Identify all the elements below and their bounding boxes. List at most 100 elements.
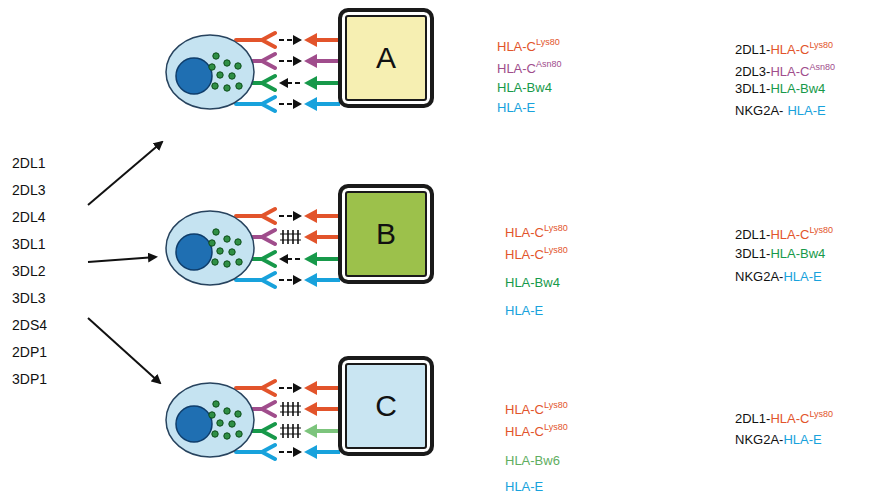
binding-arrow <box>279 447 302 457</box>
label-row: HLA-E <box>505 303 543 319</box>
label-row: 2DL1 <box>12 155 45 171</box>
receptor-label: HLA-E <box>787 103 825 118</box>
target-cell: B <box>338 184 434 284</box>
receptor-label: HLA-C <box>770 411 809 426</box>
receptor-label: 2DL1- <box>735 227 770 242</box>
receptor-label: HLA-C <box>497 61 536 76</box>
ligand <box>304 273 340 287</box>
allele-superscript: Lys80 <box>544 223 568 233</box>
label-row: 3DL2 <box>12 263 45 279</box>
receptor-label: HLA-C <box>505 225 544 240</box>
receptor-label: 2DL1- <box>735 411 770 426</box>
ligand <box>304 445 340 459</box>
receptor-label: NKG2A- <box>735 432 783 447</box>
receptor-label: 3DL1 <box>12 236 45 252</box>
label-row: HLA-CLys80 <box>505 397 568 418</box>
receptor-label: 3DL2 <box>12 263 45 279</box>
panel-b <box>166 209 340 287</box>
receptor-label: 2DL1 <box>12 155 45 171</box>
allele-superscript: Lys80 <box>809 40 833 50</box>
receptor-label: 2DL3 <box>12 182 45 198</box>
label-row: HLA-Bw6 <box>505 453 560 469</box>
label-row: HLA-Bw4 <box>497 80 552 96</box>
binding-arrow <box>279 35 302 45</box>
ligand <box>304 230 340 244</box>
receptor-label: HLA-C <box>505 247 544 262</box>
binding-arrow <box>279 383 302 393</box>
label-row: HLA-E <box>505 479 543 495</box>
ligand <box>304 424 340 438</box>
label-row: 2DL3-HLA-CAsn80 <box>735 59 835 80</box>
target-cell: C <box>338 356 434 456</box>
receptor-label: HLA-C <box>770 227 809 242</box>
receptor <box>236 445 275 459</box>
receptor-label: HLA-C <box>505 402 544 417</box>
receptor-label: NKG2A- <box>735 269 783 284</box>
label-row: HLA-CLys80 <box>505 419 568 440</box>
binding-arrow <box>279 56 302 66</box>
receptor <box>236 209 275 223</box>
receptor-label: HLA-E <box>505 479 543 494</box>
label-row: 2DP1 <box>12 344 47 360</box>
receptor-label: HLA-Bw6 <box>505 453 560 468</box>
allele-superscript: Asn80 <box>536 59 562 69</box>
receptor-label: 2DS4 <box>12 317 47 333</box>
receptor-label: HLA-C <box>770 42 809 57</box>
ligand <box>304 33 340 47</box>
label-row: 3DP1 <box>12 371 47 387</box>
nk-cell <box>166 35 254 109</box>
receptor <box>236 381 275 395</box>
receptor <box>236 33 275 47</box>
blocked-symbol <box>280 230 301 244</box>
receptor-label: HLA-Bw4 <box>770 81 825 96</box>
allele-superscript: Lys80 <box>544 422 568 432</box>
label-row: HLA-CLys80 <box>505 220 568 241</box>
allele-superscript: Lys80 <box>809 225 833 235</box>
label-row: 2DL1-HLA-CLys80 <box>735 37 833 58</box>
receptor-label: HLA-Bw4 <box>770 246 825 261</box>
ligand <box>304 54 340 68</box>
binding-arrow <box>279 78 302 88</box>
pointer-arrow <box>88 318 160 383</box>
label-row: 2DL1-HLA-CLys80 <box>735 406 833 427</box>
receptor-label: HLA-C <box>505 424 544 439</box>
cell-letter: B <box>376 217 396 251</box>
receptor-label: 3DL1- <box>735 246 770 261</box>
ligand <box>304 381 340 395</box>
allele-superscript: Lys80 <box>809 409 833 419</box>
receptor-label: NKG2A- <box>735 103 783 118</box>
receptor-label: 2DL1- <box>735 42 770 57</box>
receptor-label: 2DL4 <box>12 209 45 225</box>
panel-a <box>166 33 340 111</box>
receptor-label: HLA-E <box>497 100 535 115</box>
label-row: 2DL3 <box>12 182 45 198</box>
label-row: NKG2A-HLA-E <box>735 269 822 285</box>
target-cell: A <box>338 8 434 108</box>
blocked-symbol <box>280 424 301 438</box>
allele-superscript: Lys80 <box>544 400 568 410</box>
receptor-label: HLA-E <box>783 432 821 447</box>
label-row: 3DL1-HLA-Bw4 <box>735 246 825 262</box>
label-row: 2DL4 <box>12 209 45 225</box>
receptor <box>236 273 275 287</box>
receptor-label: HLA-Bw4 <box>497 80 552 95</box>
label-row: 3DL1 <box>12 236 45 252</box>
receptor-label: HLA-C <box>497 39 536 54</box>
nk-cell <box>166 383 254 457</box>
ligand <box>304 97 340 111</box>
label-row: HLA-E <box>497 100 535 116</box>
receptor-label: HLA-E <box>505 303 543 318</box>
cell-letter: A <box>376 41 396 75</box>
receptor-label: HLA-C <box>770 64 809 79</box>
label-row: 3DL1-HLA-Bw4 <box>735 81 825 97</box>
label-row: HLA-CLys80 <box>497 34 560 55</box>
receptor-label: 2DL3- <box>735 64 770 79</box>
label-row: 2DL1-HLA-CLys80 <box>735 222 833 243</box>
binding-arrow <box>279 275 302 285</box>
receptor-label: 3DP1 <box>12 371 47 387</box>
label-row: HLA-CLys80 <box>505 242 568 263</box>
label-row: NKG2A- HLA-E <box>735 103 826 119</box>
receptor-label: 2DP1 <box>12 344 47 360</box>
ligand <box>304 76 340 90</box>
